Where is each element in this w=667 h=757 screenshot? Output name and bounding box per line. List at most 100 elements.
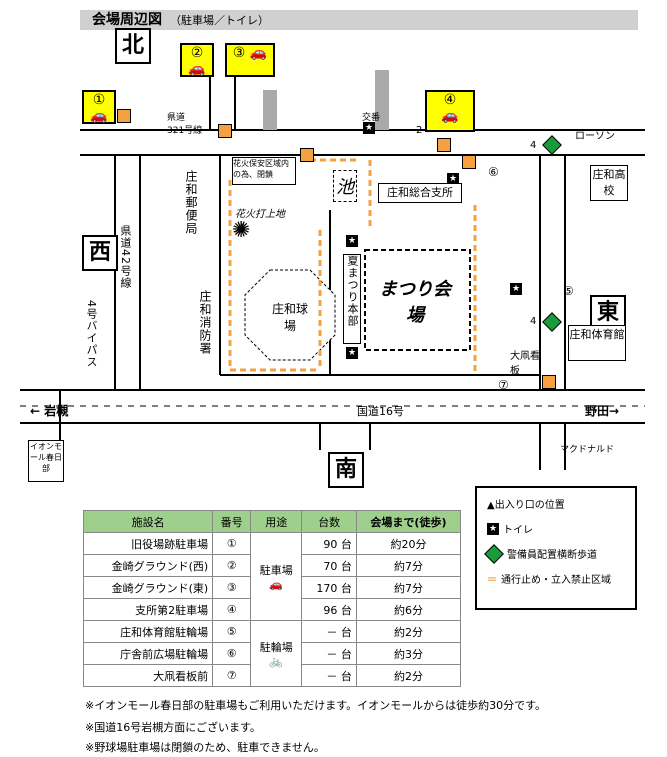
toilet-icon: ★: [487, 522, 499, 535]
use-cell: 駐車場🚗: [250, 532, 303, 621]
facility-num: ⑦: [212, 664, 252, 687]
use-bike: 駐輪場: [259, 641, 293, 654]
entrance-marker: [462, 155, 476, 169]
car-icon: 🚗: [188, 61, 206, 77]
bicycle-icon: 🚲: [269, 655, 284, 668]
parking-lot-number: ③: [232, 45, 246, 61]
map-roads: [20, 70, 645, 470]
bypass-4-label: 4号バイパス: [85, 300, 98, 368]
festival-venue-label: まつり会場: [379, 279, 451, 326]
entrance-marker: [542, 375, 556, 389]
map-legend: ▲出入り口の位置 ★ トイレ 警備員配置横断歩道 ＝ 通行止め・立入禁止区域: [475, 486, 637, 610]
facility-name: 支所第2駐車場: [82, 598, 214, 621]
car-icon: 🚗: [90, 108, 108, 124]
gym-label: 庄和体育館: [568, 325, 626, 361]
table-header: 用途: [250, 510, 303, 533]
north-marker: 北: [115, 28, 151, 64]
toilet-icon: ★: [510, 283, 522, 295]
table-row: 庄和体育館駐輪場 ⑤ 駐輪場🚲 － 台 約2分: [82, 620, 462, 687]
aeon-label: イオンモール春日部: [28, 440, 64, 482]
facility-walk: 約3分: [355, 642, 462, 665]
facility-name: 旧役場跡駐車場: [82, 532, 214, 555]
car-icon: 🚗: [249, 45, 268, 61]
facility-num: ⑤: [212, 620, 252, 643]
noda-label: 野田→: [585, 404, 620, 418]
road-42-label: 県道42号線: [119, 225, 132, 289]
pond-label: 池: [333, 170, 357, 202]
south-marker: 南: [328, 452, 364, 488]
facility-num: ⑥: [212, 642, 252, 665]
legend-toilet-row: ★ トイレ: [487, 521, 625, 536]
closed-area-icon: ＝: [487, 575, 497, 586]
parking-lot-number: ④: [443, 92, 457, 108]
entrance-marker: [437, 138, 451, 152]
use-cell: 駐輪場🚲: [250, 620, 303, 687]
table-row: 金崎グラウンド(東) ③ 170 台 約7分: [82, 576, 462, 599]
fire-station-label: 庄和消防署: [198, 290, 212, 355]
use-parking: 駐車場: [259, 564, 293, 577]
facility-count: 170 台: [301, 576, 357, 599]
table-row: 金崎グラウンド(西) ② 70 台 約7分: [82, 554, 462, 577]
facility-walk: 約6分: [355, 598, 462, 621]
branch-office-label: 庄和総合支所: [378, 183, 462, 203]
toilet-icon: ★: [447, 173, 459, 185]
facility-num: ③: [212, 576, 252, 599]
route-16-label: 国道16号: [357, 405, 404, 418]
parking-lot-number: ①: [92, 92, 106, 108]
legend-guard-row: 警備員配置横断歩道: [484, 543, 625, 564]
table-row: 大凧看板前 ⑦ － 台 約2分: [82, 664, 462, 687]
table-header-row: 施設名 番号 用途 台数 会場まで(徒歩): [82, 510, 462, 533]
parking-lot-3: ③ 🚗: [225, 43, 275, 77]
koban-label: 交番: [362, 113, 381, 123]
facility-walk: 約7分: [355, 576, 462, 599]
legend-closed: 通行止め・立入禁止区域: [501, 575, 611, 586]
facility-name: 大凧看板前: [82, 664, 214, 687]
note-2: ※国道16号岩槻方面にございます。: [85, 721, 261, 734]
post-office-label: 庄和郵便局: [184, 170, 198, 235]
facility-table: 施設名 番号 用途 台数 会場まで(徒歩) 旧役場跡駐車場 ① 駐車場🚗 90 …: [82, 510, 462, 687]
facility-walk: 約2分: [355, 664, 462, 687]
showa-high-label: 庄和高校: [590, 165, 628, 201]
fireworks-icon: ✺: [232, 218, 251, 243]
bike-lot-7: ⑦: [498, 378, 509, 392]
legend-entrance: ▲出入り口の位置: [487, 500, 565, 511]
facility-num: ④: [212, 598, 252, 621]
mcdonalds-label: マクドナルド: [560, 445, 615, 455]
lawson-label: ローソン: [575, 131, 615, 142]
facility-num: ②: [212, 554, 252, 577]
toilet-icon: ★: [363, 122, 375, 134]
lot-number-label: 2: [416, 125, 423, 136]
map-title-bar: 会場周辺図（駐車場／トイレ）: [80, 10, 638, 30]
facility-walk: 約20分: [355, 532, 462, 555]
car-icon: 🚗: [269, 578, 284, 591]
legend-closed-row: ＝ 通行止め・立入禁止区域: [487, 571, 625, 586]
natsumatsuri-label: 夏まつり本部: [343, 254, 361, 344]
facility-count: － 台: [301, 642, 357, 665]
bike-lot-6: ⑥: [488, 165, 499, 179]
entrance-marker: [117, 109, 131, 123]
road-321-label: 県道 321号線: [167, 113, 203, 136]
lot-number-label: 4: [530, 316, 537, 327]
parking-lot-4: ④ 🚗: [425, 90, 475, 132]
facility-count: 90 台: [301, 532, 357, 555]
map-title: 会場周辺図: [92, 12, 162, 28]
parking-lot-1: ① 🚗: [82, 90, 116, 124]
entrance-marker: [218, 124, 232, 138]
iwatsuki-label: ← 岩槻: [30, 404, 69, 418]
festival-venue-shape: [364, 249, 471, 351]
table-header: 会場まで(徒歩): [355, 510, 462, 533]
facility-name: 金崎グラウンド(東): [82, 576, 214, 599]
legend-toilet: トイレ: [503, 525, 533, 536]
facility-num: ①: [212, 532, 252, 555]
facility-walk: 約2分: [355, 620, 462, 643]
west-marker: 西: [82, 235, 118, 271]
legend-guard: 警備員配置横断歩道: [507, 550, 597, 561]
toilet-icon: ★: [346, 347, 358, 359]
closed-area-lines: [228, 158, 477, 375]
parking-lot-2: ② 🚗: [180, 43, 214, 77]
bike-lot-5: ⑤: [563, 284, 574, 298]
facility-name: 庁舎前広場駐輪場: [82, 642, 214, 665]
table-header: 番号: [212, 510, 252, 533]
ballpark-label: 庄和球場: [271, 302, 308, 333]
table-header: 施設名: [82, 510, 214, 533]
